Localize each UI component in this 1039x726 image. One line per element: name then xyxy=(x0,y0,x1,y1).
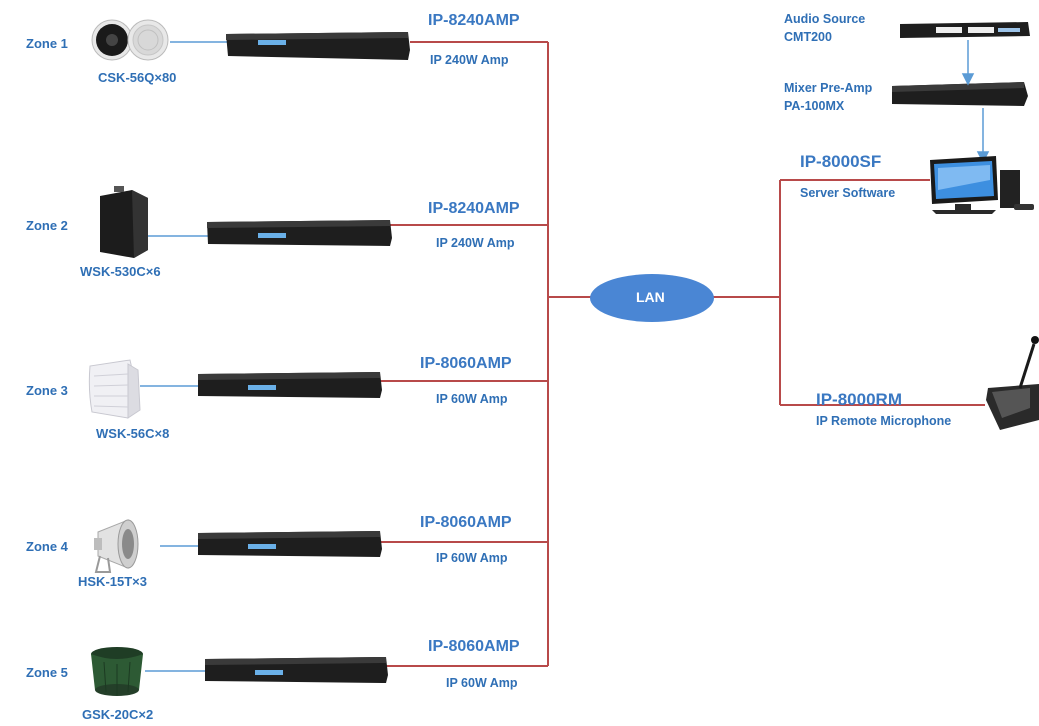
audio-source-model: CMT200 xyxy=(784,30,832,44)
horn-speaker-icon xyxy=(94,519,139,573)
amplifier-description: IP 240W Amp xyxy=(430,53,509,67)
zone-label: Zone 5 xyxy=(26,665,68,680)
remote-mic-description: IP Remote Microphone xyxy=(816,414,952,428)
garden-speaker-icon xyxy=(91,647,143,696)
zone-label: Zone 3 xyxy=(26,383,68,398)
speaker-lines xyxy=(140,41,228,672)
amplifier-icon xyxy=(198,531,382,557)
zone-label: Zone 1 xyxy=(26,36,68,51)
wall-speaker-icon xyxy=(100,186,148,258)
speaker-model-label: CSK-56Q×80 xyxy=(98,70,177,85)
amplifier-description: IP 60W Amp xyxy=(436,392,508,406)
mixer-preamp-device-icon xyxy=(892,82,1028,106)
amplifier-icon xyxy=(205,657,388,683)
server-model-label: IP-8000SF xyxy=(800,152,882,171)
amplifier-model-label: IP-8240AMP xyxy=(428,12,520,29)
server-description: Server Software xyxy=(800,186,896,200)
amplifier-model-label: IP-8060AMP xyxy=(420,514,512,531)
mixer-title: Mixer Pre-Amp xyxy=(784,81,873,95)
speaker-model-label: WSK-530C×6 xyxy=(80,264,161,279)
zone-label: Zone 4 xyxy=(26,539,68,554)
audio-source-title: Audio Source xyxy=(784,12,866,26)
audio-source-device-icon xyxy=(900,22,1030,38)
speaker-model-label: HSK-15T×3 xyxy=(78,574,147,589)
lan-label: LAN xyxy=(636,289,665,305)
speaker-model-label: WSK-56C×8 xyxy=(96,426,170,441)
amplifier-icon xyxy=(226,32,410,60)
amplifier-description: IP 60W Amp xyxy=(436,551,508,565)
network-lines xyxy=(380,41,985,667)
mixer-model: PA-100MX xyxy=(784,99,845,113)
remote-mic-model-label: IP-8000RM xyxy=(816,390,902,409)
amplifier-icon xyxy=(207,220,392,246)
ceiling-speaker-icon xyxy=(91,19,169,61)
microphone-icon xyxy=(986,336,1039,430)
amplifier-description: IP 60W Amp xyxy=(446,676,518,690)
zone-label: Zone 2 xyxy=(26,218,68,233)
speaker-model-label: GSK-20C×2 xyxy=(82,707,154,722)
computer-icon xyxy=(930,156,1034,214)
wall-speaker-white-icon xyxy=(88,359,141,419)
amplifier-model-label: IP-8060AMP xyxy=(428,638,520,655)
amplifier-model-label: IP-8060AMP xyxy=(420,355,512,372)
amplifier-icon xyxy=(198,372,382,398)
lan-cloud xyxy=(590,274,714,322)
amplifier-model-label: IP-8240AMP xyxy=(428,200,520,217)
amplifier-description: IP 240W Amp xyxy=(436,236,515,250)
